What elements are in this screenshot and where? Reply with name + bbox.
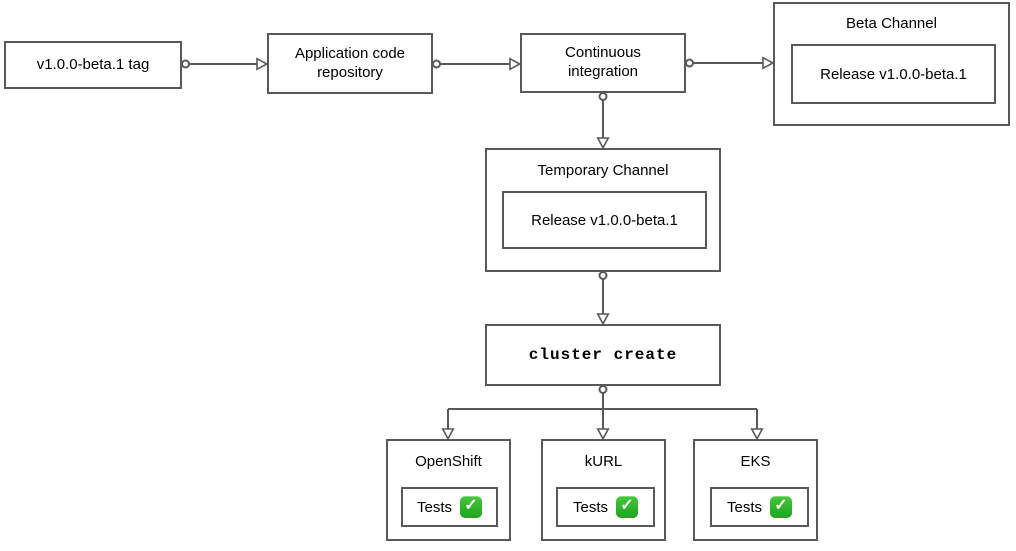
edge-repo-to-ci: [432, 57, 522, 71]
group-eks-title: EKS: [740, 453, 771, 470]
check-mark-icon: ✓: [770, 496, 792, 518]
check-mark-icon: ✓: [460, 496, 482, 518]
beta-release-box: Release v1.0.0-beta.1: [791, 44, 996, 104]
group-kurl-title: kURL: [584, 453, 623, 470]
node-continuous-integration-label: Continuous integration: [565, 44, 641, 80]
eks-tests-box: Tests ✓: [710, 487, 809, 527]
node-version-tag: v1.0.0-beta.1 tag: [4, 41, 182, 89]
group-openshift: OpenShift Tests ✓: [386, 439, 511, 541]
node-app-code-repository: Application code repository: [267, 33, 433, 94]
eks-tests-label: Tests: [726, 498, 762, 516]
check-mark-icon: ✓: [616, 496, 638, 518]
group-kurl: kURL Tests ✓: [541, 439, 666, 541]
temporary-release-box: Release v1.0.0-beta.1: [502, 191, 707, 249]
edge-tag-to-repo: [181, 57, 269, 71]
node-version-tag-label: v1.0.0-beta.1 tag: [36, 55, 150, 73]
group-openshift-title: OpenShift: [415, 453, 482, 470]
node-continuous-integration: Continuous integration: [520, 33, 686, 93]
group-beta-channel-title: Beta Channel: [846, 15, 937, 32]
group-beta-channel: Beta Channel Release v1.0.0-beta.1: [773, 2, 1010, 126]
group-eks: EKS Tests ✓: [693, 439, 818, 541]
openshift-tests-label: Tests: [416, 498, 452, 516]
kurl-tests-label: Tests: [572, 498, 608, 516]
group-temporary-channel: Temporary Channel Release v1.0.0-beta.1: [485, 148, 721, 272]
node-cluster-create: cluster create: [485, 324, 721, 386]
edge-ci-to-beta-channel: [685, 56, 775, 70]
node-app-code-repository-label: Application code repository: [294, 44, 406, 81]
edge-temporary-channel-to-cluster-create: [596, 271, 610, 326]
beta-release-label: Release v1.0.0-beta.1: [820, 65, 967, 83]
openshift-tests-box: Tests ✓: [401, 487, 498, 527]
temporary-release-label: Release v1.0.0-beta.1: [531, 211, 678, 229]
edge-ci-to-temporary-channel: [596, 92, 610, 150]
node-cluster-create-label: cluster create: [528, 346, 678, 364]
kurl-tests-box: Tests ✓: [556, 487, 655, 527]
group-temporary-channel-title: Temporary Channel: [537, 162, 669, 179]
edge-cluster-create-to-tests: [441, 385, 764, 441]
